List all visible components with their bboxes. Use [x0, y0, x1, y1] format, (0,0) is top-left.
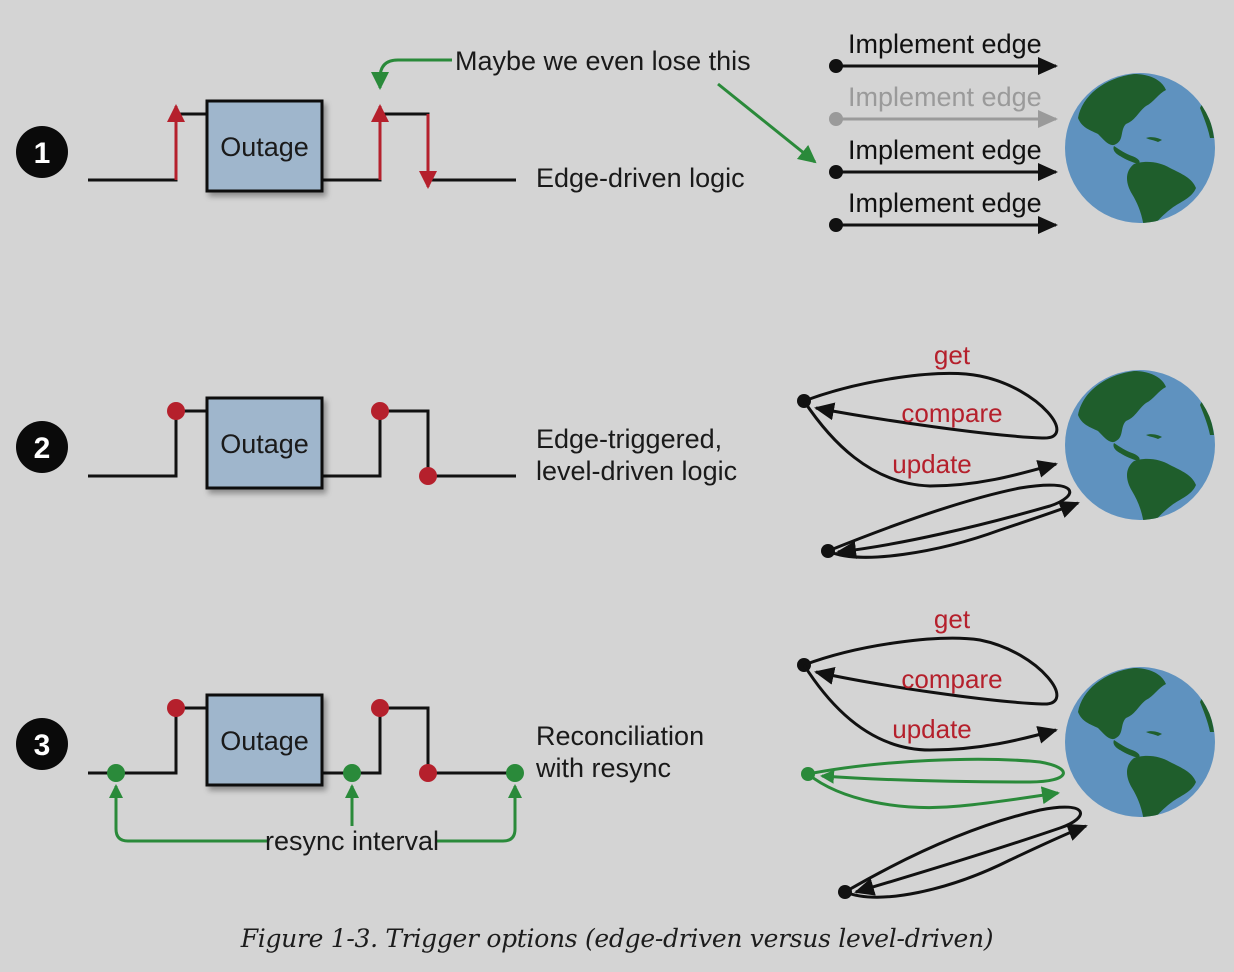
step-number-1: 1 — [34, 137, 51, 170]
step-number-2: 2 — [34, 432, 51, 465]
outage-label: Outage — [220, 132, 309, 162]
loop-origin-dot — [838, 885, 852, 899]
row-1-edge-driven: 1 Outage Edge-driven logic Maybe we even… — [16, 29, 1215, 234]
edge-item: Implement edge — [829, 188, 1058, 234]
signal-line — [88, 409, 208, 478]
row-2-edge-triggered-level-driven: 2 Outage Edge-triggered, level-driven lo… — [16, 340, 1215, 559]
globe-icon — [1065, 370, 1215, 525]
edge-label: Implement edge — [848, 135, 1042, 165]
annotation-arrow-to-list — [717, 82, 817, 164]
edge-label: Implement edge — [848, 29, 1042, 59]
edge-trigger-dot — [371, 699, 389, 717]
edge-item: Implement edge — [829, 29, 1058, 75]
update-arrow — [802, 664, 1058, 752]
globe-icon — [1065, 73, 1215, 228]
lost-edge-item: Implement edge — [829, 82, 1058, 128]
globe-icon — [1065, 667, 1215, 822]
compare-label: compare — [901, 398, 1002, 428]
edge-origin-dot — [829, 218, 843, 232]
signal-line — [322, 409, 516, 478]
secondary-update-arrow — [844, 823, 1088, 899]
update-arrow — [802, 400, 1058, 488]
lost-edge-annotation: Maybe we even lose this — [455, 46, 751, 76]
figure-caption: Figure 1-3. Trigger options (edge-driven… — [240, 924, 994, 953]
row-description: Edge-driven logic — [536, 163, 745, 193]
reconcile-loop-diagram: get compare update — [797, 340, 1080, 559]
outage-label: Outage — [220, 726, 309, 756]
secondary-update-arrow — [827, 501, 1080, 559]
edge-origin-dot — [829, 59, 843, 73]
edge-trigger-dot — [167, 699, 185, 717]
get-loop — [803, 372, 1059, 440]
annotation-arrow-to-edge — [371, 58, 452, 90]
resync-dot — [107, 764, 125, 782]
edge-label: Implement edge — [848, 188, 1042, 218]
signal-line — [88, 112, 208, 182]
resync-interval-bracket-right — [436, 784, 522, 843]
get-loop — [803, 636, 1059, 706]
edge-origin-dot — [829, 112, 843, 126]
signal-line — [322, 112, 516, 182]
resync-interval-bracket-left — [109, 784, 268, 843]
step-number-badge: 2 — [16, 421, 68, 473]
row-3-reconciliation-resync: 3 Outage Reconciliation with resync resy… — [16, 604, 1215, 899]
edge-trigger-dot — [419, 764, 437, 782]
step-number-badge: 3 — [16, 718, 68, 770]
outage-box: Outage — [205, 396, 324, 490]
edge-trigger-dot — [419, 467, 437, 485]
step-number-badge: 1 — [16, 126, 68, 178]
resync-loop — [807, 757, 1065, 784]
edge-item: Implement edge — [829, 135, 1058, 181]
loop-origin-dot — [821, 544, 835, 558]
secondary-loop — [844, 805, 1082, 896]
resync-dot — [506, 764, 524, 782]
get-label: get — [934, 340, 971, 370]
outage-label: Outage — [220, 429, 309, 459]
row-description-line-2: level-driven logic — [536, 456, 737, 486]
outage-box: Outage — [205, 99, 324, 193]
resync-dot — [343, 764, 361, 782]
secondary-loop — [827, 483, 1071, 559]
get-label: get — [934, 604, 971, 634]
update-label: update — [892, 449, 972, 479]
step-number-3: 3 — [34, 729, 51, 762]
row-description-line-2: with resync — [535, 753, 671, 783]
outage-box: Outage — [205, 693, 324, 787]
row-description: Reconciliation — [536, 721, 704, 751]
edge-trigger-dot — [167, 402, 185, 420]
signal-line — [88, 706, 208, 775]
resync-origin-dot — [801, 767, 815, 781]
resync-update-arrow — [807, 772, 1060, 810]
row-description: Edge-triggered, — [536, 424, 722, 454]
update-label: update — [892, 714, 972, 744]
edge-trigger-dot — [371, 402, 389, 420]
reconcile-loop-diagram: get compare update — [797, 604, 1088, 899]
compare-label: compare — [901, 664, 1002, 694]
resync-interval-label: resync interval — [265, 826, 439, 856]
edge-label: Implement edge — [848, 82, 1042, 112]
edge-origin-dot — [829, 165, 843, 179]
signal-line — [322, 706, 516, 775]
